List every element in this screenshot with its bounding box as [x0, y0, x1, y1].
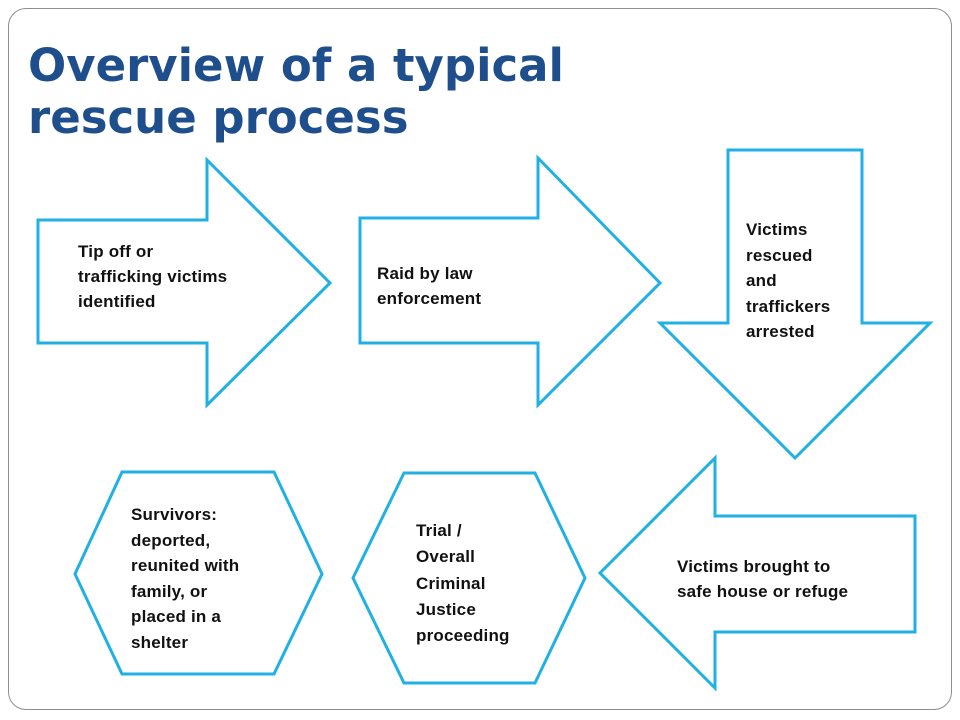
- slide-frame: [8, 8, 952, 710]
- step-4-arrow-left: [597, 454, 917, 692]
- step-5-hexagon: [351, 471, 587, 685]
- step-1-arrow-right: [36, 156, 333, 409]
- step-3-arrow-down: [656, 148, 934, 461]
- step-6-hexagon: [73, 470, 324, 676]
- step-2-arrow-right: [358, 154, 663, 409]
- slide-title: Overview of a typical rescue process: [28, 39, 564, 145]
